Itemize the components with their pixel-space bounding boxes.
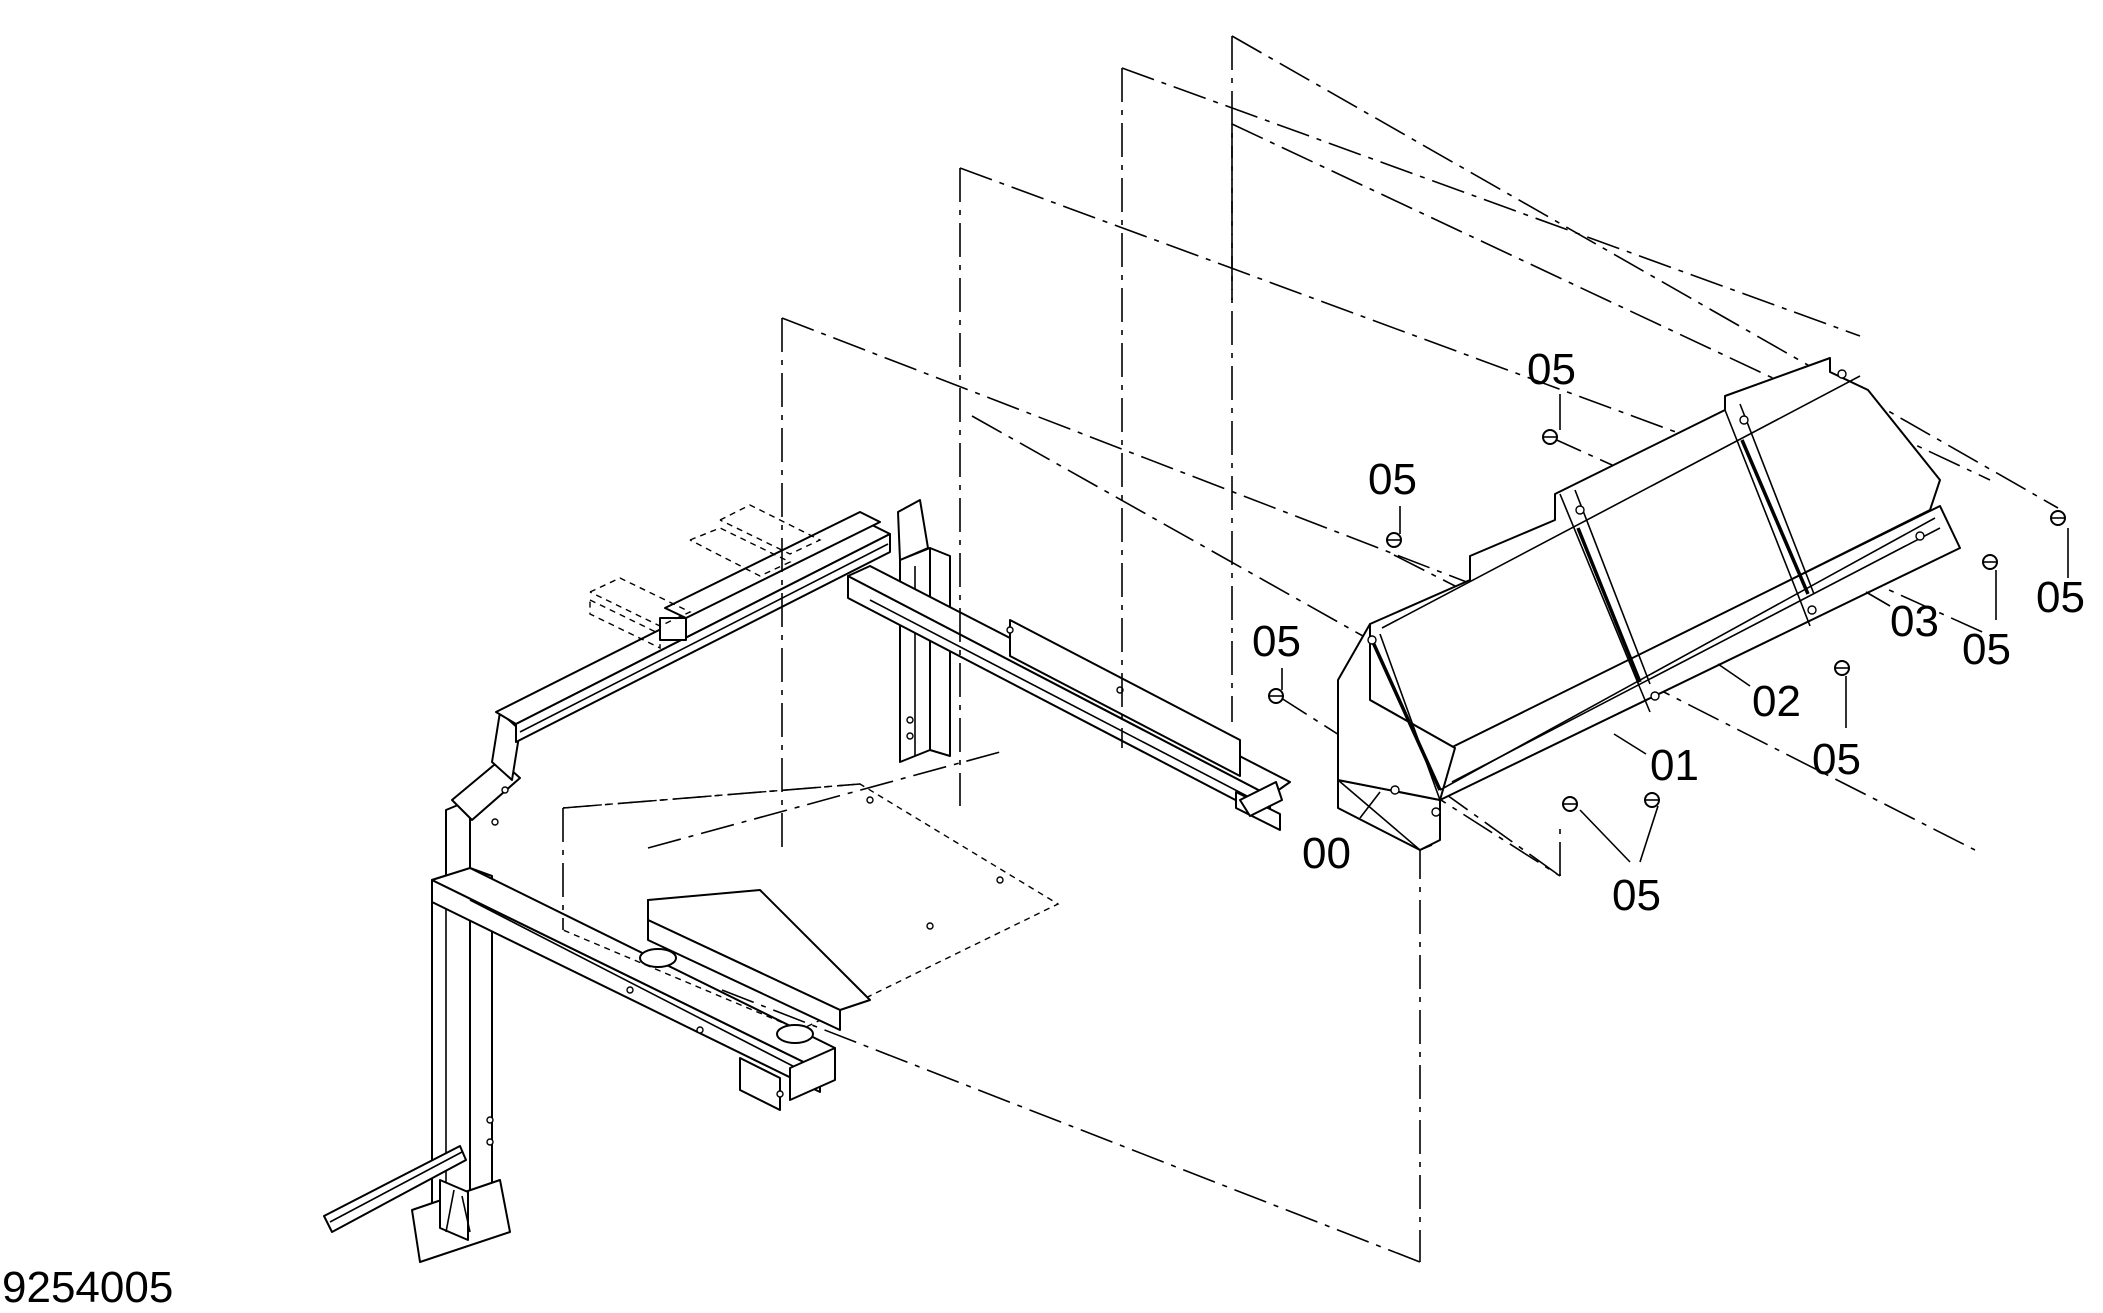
callout-03: 03 (1890, 597, 1939, 646)
phantom-assembly-lines (562, 35, 2059, 1263)
cover-panel-assembly (1337, 357, 1961, 851)
callout-05: 05 (1812, 735, 1861, 784)
callout-05: 05 (1252, 617, 1301, 666)
bolt-icon (1542, 429, 1558, 445)
callout-05: 05 (1368, 455, 1417, 504)
bolt-icon (1268, 688, 1284, 704)
bolt-icon (1982, 554, 1998, 570)
drawing-number: 9254005 (2, 1263, 173, 1312)
callout-05: 05 (2036, 573, 2085, 622)
callout-01: 01 (1650, 741, 1699, 790)
bolt-icon (1644, 792, 1660, 808)
callout-02: 02 (1752, 677, 1801, 726)
bolts (1268, 429, 2066, 812)
callout-05: 05 (1612, 871, 1661, 920)
bolt-icon (1562, 796, 1578, 812)
callout-05: 05 (1527, 345, 1576, 394)
bolt-icon (1386, 532, 1402, 548)
callout-05: 05 (1962, 625, 2011, 674)
callouts: 05 05 05 05 05 05 05 03 02 01 00 (1252, 345, 2085, 920)
callout-00: 00 (1302, 829, 1351, 878)
bolt-icon (1834, 660, 1850, 676)
leader-lines (1281, 394, 2069, 863)
bolt-icon (2050, 510, 2066, 526)
frame-assembly (323, 499, 1291, 1263)
